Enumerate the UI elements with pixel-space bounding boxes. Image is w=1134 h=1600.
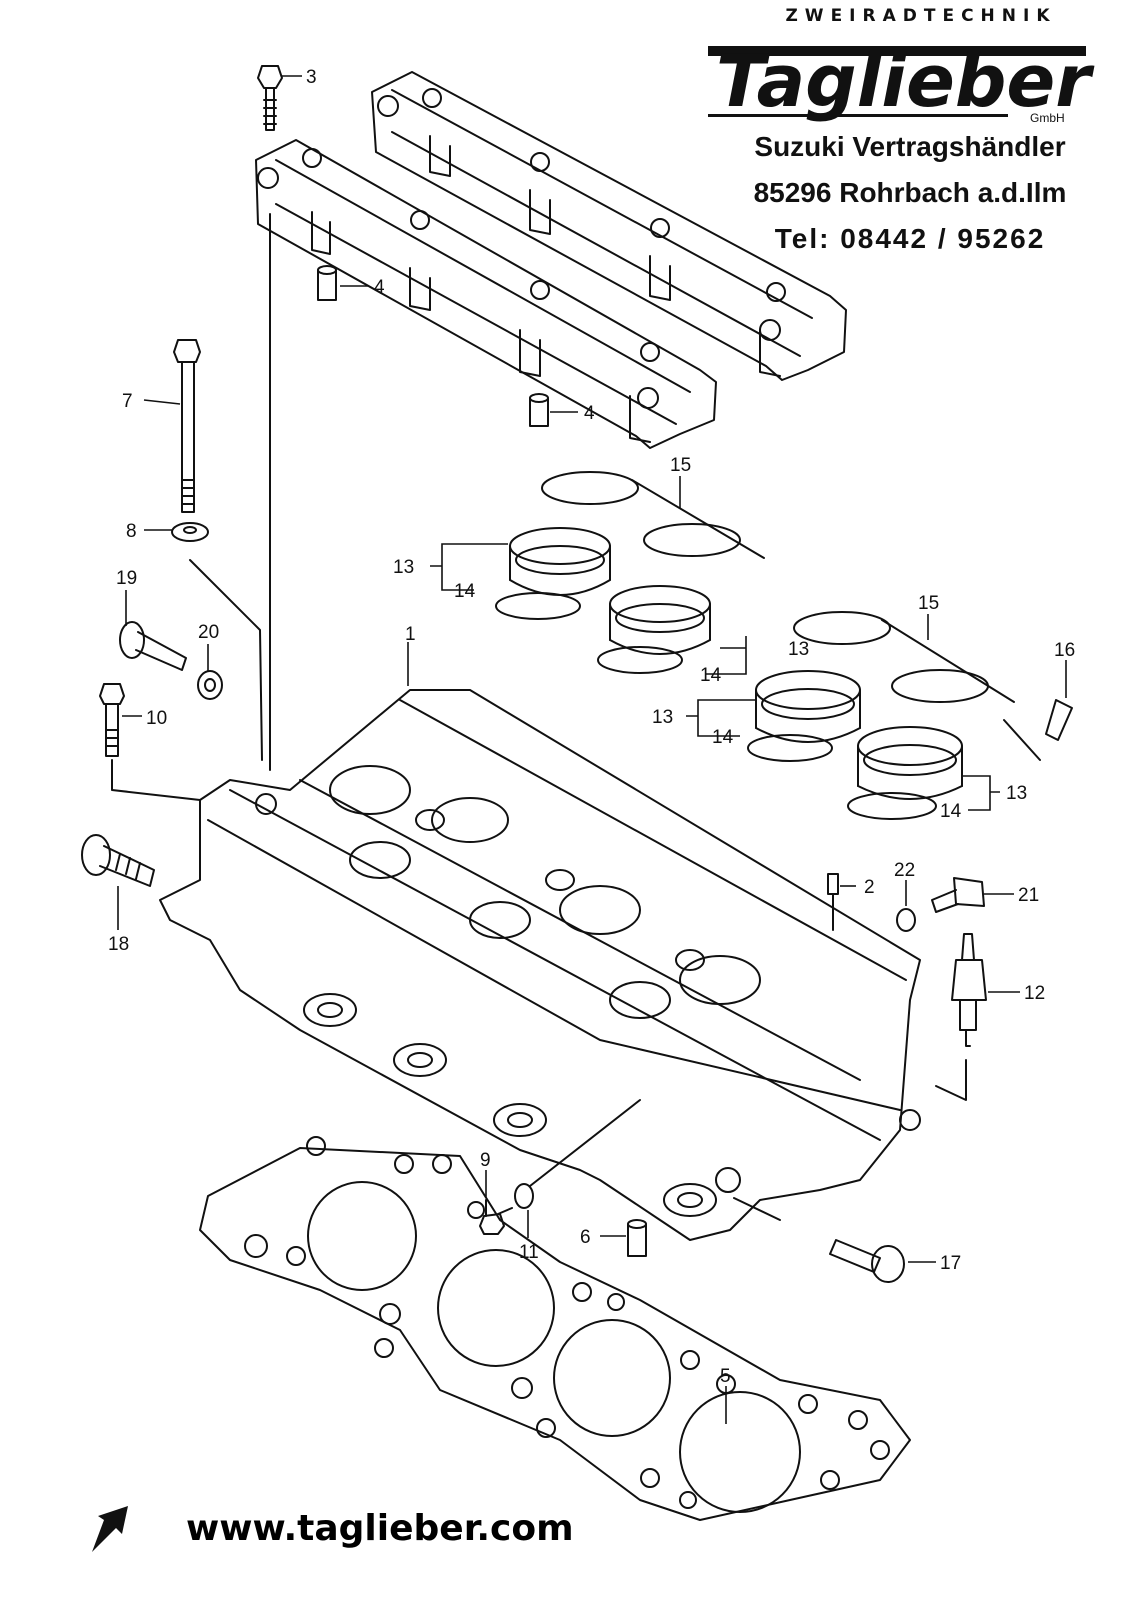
washer-8 [171,522,209,542]
leader-lines [117,75,1067,1424]
intake-pipe-13-a [509,527,611,596]
brand-name: Taglieber [716,39,1095,123]
callout-19: 19 [116,568,137,589]
callout-14-d: 14 [940,801,962,822]
o-ring-14-c [747,734,833,762]
intake-pipe-13-b [609,585,711,655]
bolt-7 [173,339,201,513]
brand-suffix: GmbH [1030,111,1065,125]
callout-labels: 1 2 3 4 4 5 6 7 8 9 10 11 12 13 13 13 13… [108,67,1075,1387]
intake-pipe-13-c [755,670,861,743]
callout-6: 6 [580,1227,591,1248]
callout-13-c: 13 [652,707,673,728]
callout-16: 16 [1054,640,1075,661]
callout-9: 9 [480,1150,491,1171]
callout-22: 22 [894,860,915,881]
bolt-17 [733,1197,905,1283]
washer-22 [896,908,916,932]
callout-5: 5 [720,1366,731,1387]
o-ring-14-b [597,646,683,674]
bolt-9 [479,1199,513,1235]
bolt-21 [931,877,985,913]
camshaft-holder-front [255,139,717,449]
brand-top-text: ZWEIRADTECHNIK [785,6,1057,26]
dealer-address: Suzuki Vertragshändler 85296 Rohrbach a.… [690,124,1130,262]
callout-14-a: 14 [454,581,476,602]
bolt-3 [257,65,283,131]
callout-14-c: 14 [712,727,734,748]
exhaust-port-row [303,993,717,1217]
spark-plug-12 [935,933,987,1101]
stud-19 [119,621,187,671]
callout-3: 3 [306,67,317,88]
bolt-18 [81,834,155,887]
dowel-pin-6 [627,1219,647,1257]
screw-16 [1003,699,1073,761]
plug-2 [827,873,839,931]
callout-1: 1 [405,624,416,645]
callout-12: 12 [1024,983,1045,1004]
callout-10: 10 [146,708,167,729]
clamp-15-b [793,611,1015,703]
nut-20 [197,670,223,700]
callout-20: 20 [198,622,219,643]
camshaft-holder-rear [371,71,847,381]
website-url[interactable]: www.taglieber.com [186,1508,574,1549]
arrow-icon [92,1506,128,1552]
dealer-line-1: Suzuki Vertragshändler [754,131,1066,162]
o-ring-14-a [495,592,581,620]
callout-4-lower: 4 [584,403,595,424]
cylinder-head-1 [159,689,921,1241]
taglieber-logo: Taglieber GmbH [708,39,1095,125]
callout-18: 18 [108,934,129,955]
guide-line-7 [189,559,263,761]
callout-14-b: 14 [700,665,722,686]
callout-2: 2 [864,877,875,898]
dowel-pin-4-lower [529,393,549,427]
intake-pipe-13-d [857,726,963,800]
dowel-pin-4-upper [317,265,337,301]
callout-13-a: 13 [393,557,414,578]
callout-8: 8 [126,521,137,542]
callout-15-a: 15 [670,455,691,476]
callout-7: 7 [122,391,133,412]
dealer-line-3: Tel: 08442 / 95262 [774,223,1046,254]
callout-21: 21 [1018,885,1039,906]
clamp-15-a [541,471,765,559]
callout-4-upper: 4 [374,277,385,298]
callout-13-b: 13 [788,639,809,660]
o-ring-14-d [847,792,937,820]
washer-11 [514,1099,641,1209]
callout-13-d: 13 [1006,783,1027,804]
callout-17: 17 [940,1253,961,1274]
head-gasket-5 [199,1136,911,1521]
callout-11: 11 [519,1242,539,1263]
callout-15-b: 15 [918,593,939,614]
intake-port-row [329,765,761,1019]
dealer-line-2: 85296 Rohrbach a.d.Ilm [753,177,1067,208]
bolt-10 [99,683,201,801]
